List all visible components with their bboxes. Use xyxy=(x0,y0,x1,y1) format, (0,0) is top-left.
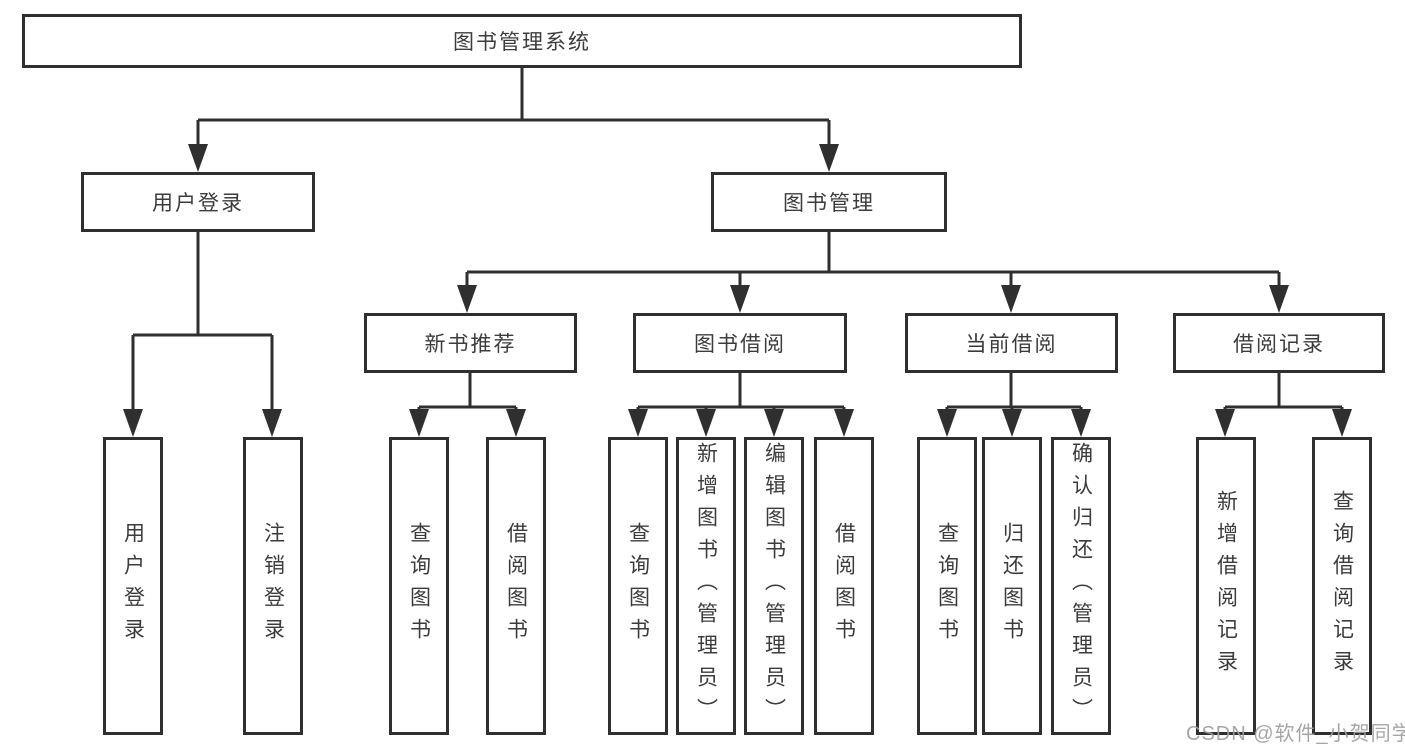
watermark: CSDN @软件_小贺同学 xyxy=(1186,723,1405,745)
node-label: 借阅记录 xyxy=(1233,333,1325,356)
arrow-down xyxy=(1001,285,1021,313)
leaf-query-books-recommend: 查询图书 xyxy=(389,437,449,735)
arrow-down xyxy=(834,409,854,437)
leaf-confirm-return-admin: 确认归还（管理员） xyxy=(1051,437,1111,735)
arrow-down xyxy=(937,409,957,437)
leaf-borrow-books-recommend: 借阅图书 xyxy=(486,437,546,735)
arrow-down xyxy=(457,285,477,313)
arrow-down xyxy=(506,409,526,437)
node-label: 新书推荐 xyxy=(424,333,517,356)
leaf-query-books-current: 查询图书 xyxy=(917,437,977,735)
node-user-login: 用户登录 xyxy=(81,172,315,232)
node-label: 用户登录 xyxy=(121,522,145,650)
node-label: 新增借阅记录 xyxy=(1214,490,1238,682)
arrow-down xyxy=(819,144,839,172)
arrow-down xyxy=(409,409,429,437)
leaf-query-books-borrow: 查询图书 xyxy=(608,437,668,735)
leaf-borrow-books: 借阅图书 xyxy=(814,437,874,735)
node-new-book-recommend: 新书推荐 xyxy=(364,313,577,373)
node-label: 编辑图书（管理员） xyxy=(762,442,786,730)
leaf-query-borrow-record: 查询借阅记录 xyxy=(1312,437,1372,735)
node-label: 查询图书 xyxy=(935,522,959,650)
arrow-down xyxy=(696,409,716,437)
arrow-down xyxy=(628,409,648,437)
leaf-add-books-admin: 新增图书（管理员） xyxy=(676,437,736,735)
arrow-down xyxy=(1215,409,1235,437)
leaf-return-books: 归还图书 xyxy=(982,437,1042,735)
arrow-down xyxy=(123,409,143,437)
arrow-down xyxy=(730,285,750,313)
node-label: 当前借阅 xyxy=(965,333,1058,356)
node-label: 用户登录 xyxy=(152,192,244,215)
node-label: 查询图书 xyxy=(407,522,431,650)
node-book-borrowing: 图书借阅 xyxy=(633,313,847,373)
leaf-add-borrow-record: 新增借阅记录 xyxy=(1196,437,1256,735)
node-borrowing-records: 借阅记录 xyxy=(1173,313,1385,373)
node-label: 图书管理系统 xyxy=(453,31,591,54)
node-label: 图书管理 xyxy=(783,192,875,215)
arrow-down xyxy=(262,409,282,437)
arrow-down xyxy=(1269,285,1289,313)
node-library-system: 图书管理系统 xyxy=(22,14,1022,68)
leaf-user-login: 用户登录 xyxy=(103,437,163,735)
node-label: 借阅图书 xyxy=(832,522,856,650)
arrow-down xyxy=(764,409,784,437)
node-label: 新增图书（管理员） xyxy=(694,442,718,730)
node-label: 归还图书 xyxy=(1000,522,1024,650)
node-label: 图书借阅 xyxy=(694,333,786,356)
node-label: 借阅图书 xyxy=(504,522,528,650)
node-current-borrowing: 当前借阅 xyxy=(905,313,1118,373)
arrow-down xyxy=(1071,409,1091,437)
leaf-logout: 注销登录 xyxy=(243,437,303,735)
node-label: 注销登录 xyxy=(261,522,285,650)
arrow-down xyxy=(1332,409,1352,437)
arrowheads xyxy=(123,144,1352,437)
node-label: 查询图书 xyxy=(626,522,650,650)
arrow-down xyxy=(188,144,208,172)
node-label: 确认归还（管理员） xyxy=(1069,442,1093,730)
leaf-edit-books-admin: 编辑图书（管理员） xyxy=(744,437,804,735)
node-book-management: 图书管理 xyxy=(711,172,947,232)
node-label: 查询借阅记录 xyxy=(1330,490,1354,682)
arrow-down xyxy=(1002,409,1022,437)
